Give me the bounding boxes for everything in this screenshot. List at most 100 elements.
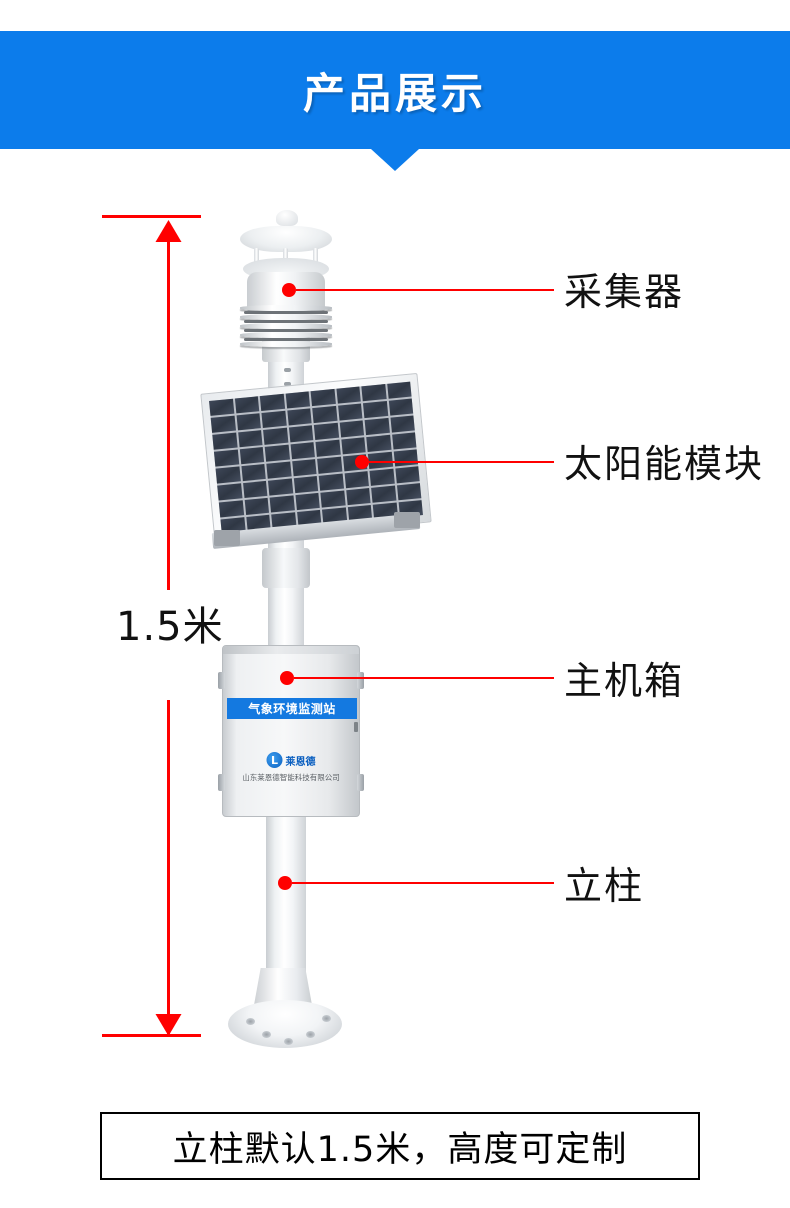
dimension-label: 1.5米 <box>112 594 228 652</box>
solar-cell <box>242 480 268 499</box>
enclosure-lid <box>223 646 359 654</box>
dimension-tick-bottom <box>102 1034 201 1037</box>
solar-cell <box>294 492 320 511</box>
solar-cell <box>234 396 260 414</box>
solar-cell <box>264 444 290 462</box>
callout-label-enclosure: 主机箱 <box>564 659 685 703</box>
enclosure-hinge-icon <box>357 672 364 689</box>
solar-cell <box>218 500 244 518</box>
base-bolt-icon <box>322 1015 331 1022</box>
solar-cell <box>288 425 314 443</box>
callout-line-pole <box>292 882 554 884</box>
base-bolt-icon <box>262 1031 271 1038</box>
solar-cell <box>371 485 396 503</box>
solar-cell <box>320 490 346 508</box>
solar-cell <box>266 461 292 479</box>
solar-cell <box>361 384 387 402</box>
callout-line-collector <box>296 289 554 291</box>
solar-cell <box>340 437 366 455</box>
solar-cell <box>339 420 365 438</box>
solar-cell <box>244 497 270 516</box>
solar-cell <box>389 415 415 433</box>
pole-screw-icon <box>284 368 291 372</box>
solar-cell <box>318 473 344 491</box>
callout-dot-pole <box>278 876 292 890</box>
solar-cell <box>259 393 285 412</box>
solar-cell <box>335 386 361 404</box>
callout-label-pole: 立柱 <box>564 864 645 908</box>
solar-cell <box>345 488 371 506</box>
solar-cell <box>393 449 419 467</box>
base-bolt-icon <box>246 1018 255 1025</box>
solar-cell <box>366 434 392 453</box>
solar-cell <box>396 483 422 501</box>
solar-cell <box>313 422 339 440</box>
dimension-tick-top <box>102 215 201 218</box>
solar-cell <box>310 388 336 407</box>
solar-cell <box>364 417 390 436</box>
solar-cell <box>290 442 315 460</box>
solar-cell <box>240 463 266 482</box>
solar-cell <box>236 413 261 431</box>
arrow-up-icon <box>155 220 182 242</box>
solar-cell <box>391 432 417 450</box>
arrow-down-icon <box>155 1014 182 1036</box>
solar-bracket-foot <box>394 512 420 528</box>
dimension-line-lower <box>167 700 170 1036</box>
solar-cell <box>362 400 388 419</box>
solar-cell <box>212 432 238 450</box>
dimension-line-upper <box>167 228 170 590</box>
enclosure-hinge-icon <box>218 774 225 791</box>
callout-dot-enclosure <box>280 671 294 685</box>
solar-cell <box>388 398 414 416</box>
company-name: 山东莱恩德智能科技有限公司 <box>242 773 340 782</box>
base-bolt-icon <box>284 1038 293 1045</box>
solar-cell <box>217 483 243 501</box>
brand-logo: L 莱恩德 <box>266 752 316 768</box>
solar-bracket-foot <box>214 530 240 546</box>
callout-line-enclosure <box>294 677 554 679</box>
pole-mid-collar <box>262 548 310 588</box>
solar-cell <box>263 427 288 445</box>
solar-cell <box>209 398 234 416</box>
sensor-top-nub <box>276 210 298 226</box>
solar-cell <box>344 471 369 489</box>
enclosure-hinge-icon <box>218 672 225 689</box>
footer-note-box: 立柱默认1.5米，高度可定制 <box>100 1112 700 1180</box>
solar-cell <box>369 468 395 486</box>
solar-cell <box>293 476 319 494</box>
solar-cell <box>337 403 363 421</box>
logo-circle-icon: L <box>266 752 283 768</box>
solar-cell <box>215 466 241 484</box>
solar-cell <box>286 408 312 426</box>
callout-label-solar: 太阳能模块 <box>564 442 765 486</box>
enclosure-banner: 气象环境监测站 <box>227 698 357 719</box>
solar-cell <box>239 447 265 465</box>
header-banner: 产品展示 <box>0 31 790 149</box>
radiation-shield <box>240 305 332 349</box>
solar-cell <box>210 415 236 433</box>
sensor-top-cap <box>240 226 332 252</box>
solar-cell <box>285 391 311 409</box>
solar-cell-grid <box>209 381 423 535</box>
solar-cell <box>394 466 420 484</box>
page-title: 产品展示 <box>302 68 487 118</box>
callout-line-solar <box>369 461 554 463</box>
solar-cell <box>237 430 263 448</box>
base-bolt-icon <box>306 1031 315 1038</box>
solar-cell <box>291 459 317 477</box>
solar-cell <box>261 410 287 428</box>
solar-cell <box>312 405 338 424</box>
header-arrow-icon <box>371 149 419 171</box>
solar-cell <box>269 495 295 513</box>
footer-note-text: 立柱默认1.5米，高度可定制 <box>172 1129 628 1170</box>
callout-dot-collector <box>282 283 296 297</box>
callout-dot-solar <box>355 455 369 469</box>
enclosure-banner-text: 气象环境监测站 <box>248 702 336 716</box>
solar-cell <box>317 456 342 474</box>
solar-cell <box>386 381 412 399</box>
main-enclosure-box: 气象环境监测站 L 莱恩德 山东莱恩德智能科技有限公司 <box>218 645 364 817</box>
pole-screw-icon <box>284 382 291 386</box>
solar-cell <box>267 478 293 496</box>
product-illustration: 气象环境监测站 L 莱恩德 山东莱恩德智能科技有限公司 <box>200 210 432 1048</box>
